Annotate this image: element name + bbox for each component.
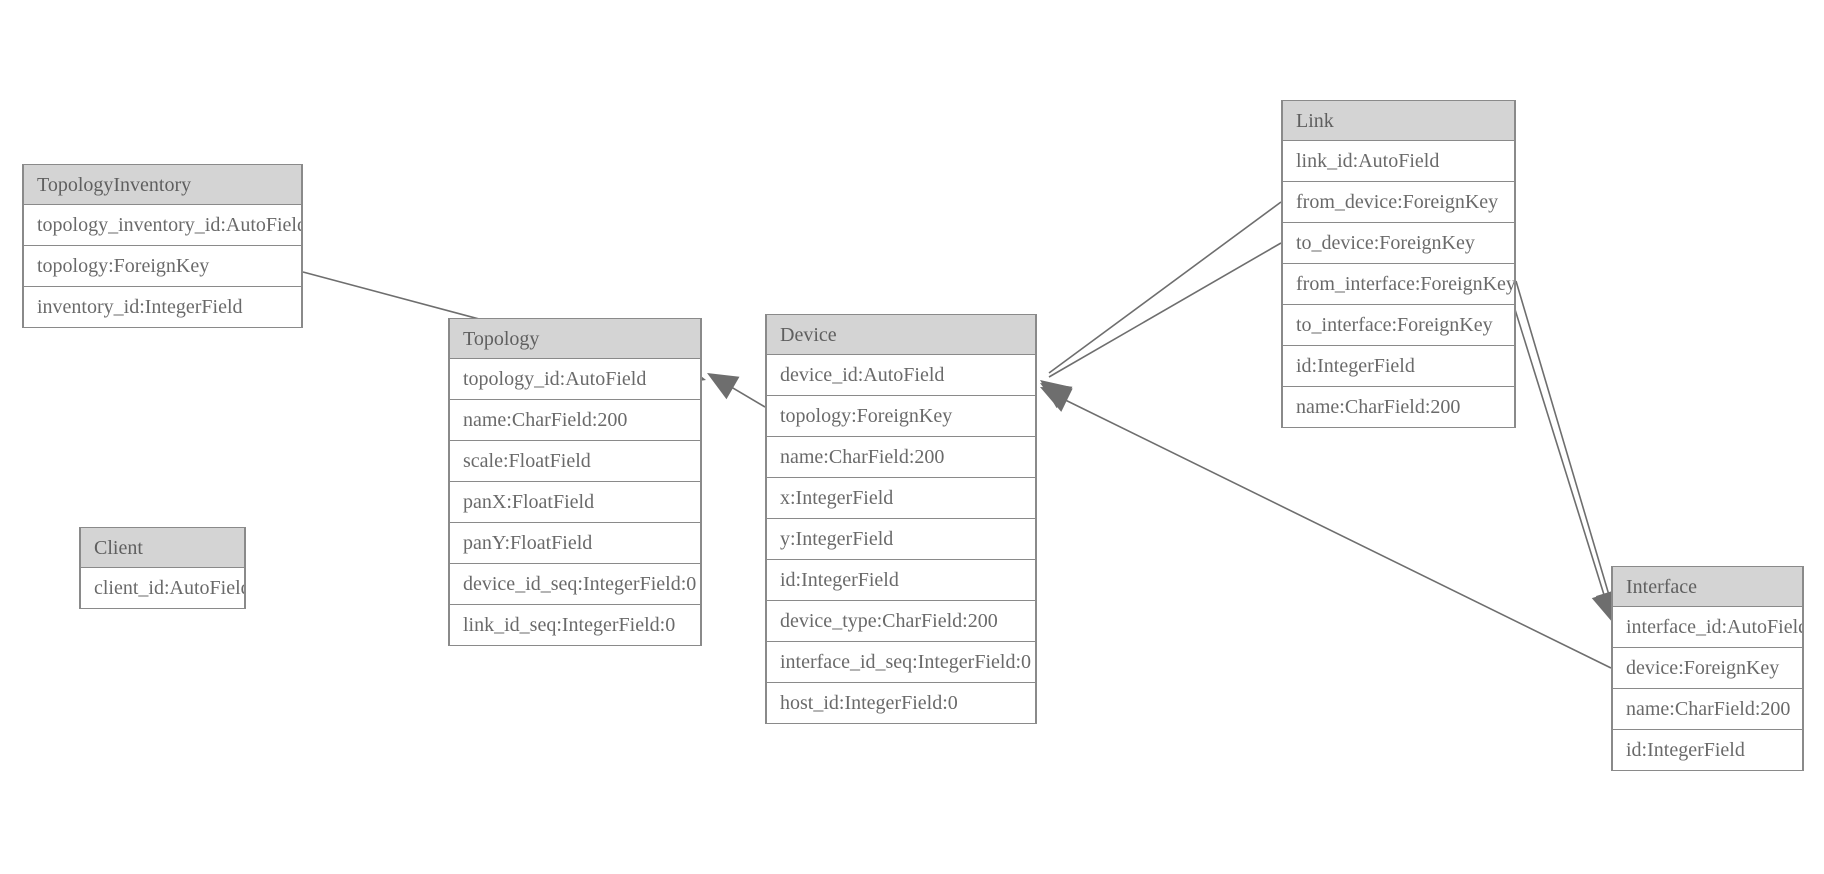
relation-line xyxy=(1048,391,1612,669)
relation-line xyxy=(715,377,766,408)
entity-field-row: topology:ForeignKey xyxy=(23,246,302,287)
relation-link-todevice xyxy=(1040,242,1282,410)
entity-field-row: panX:FloatField xyxy=(449,482,701,523)
entity-field-row: name:CharField:200 xyxy=(1282,387,1515,428)
entity-field-row: scale:FloatField xyxy=(449,441,701,482)
entity-field-row: topology:ForeignKey xyxy=(766,396,1036,437)
entity-title: Topology xyxy=(449,318,701,359)
entity-field-row: to_interface:ForeignKey xyxy=(1282,305,1515,346)
relation-device-topology xyxy=(707,373,766,408)
entity-field-row: y:IntegerField xyxy=(766,519,1036,560)
entity-field-row: device:ForeignKey xyxy=(1612,648,1803,689)
entity-field-row: topology_inventory_id:AutoField xyxy=(23,205,302,246)
relation-arrowhead-icon xyxy=(1040,383,1073,410)
relation-arrowhead-icon xyxy=(1040,387,1073,412)
entity-title: Interface xyxy=(1612,566,1803,607)
entity-field-row: link_id_seq:IntegerField:0 xyxy=(449,605,701,646)
entity-title: Client xyxy=(80,527,245,568)
entity-field-row: from_interface:ForeignKey xyxy=(1282,264,1515,305)
relation-arrowhead-icon xyxy=(707,373,740,400)
entity-field-row: from_device:ForeignKey xyxy=(1282,182,1515,223)
relation-link-fromdevice xyxy=(1040,201,1282,409)
relation-line xyxy=(1048,201,1282,374)
entity-field-row: device_type:CharField:200 xyxy=(766,601,1036,642)
entity-field-row: id:IntegerField xyxy=(1282,346,1515,387)
entity-field-row: client_id:AutoField xyxy=(80,568,245,609)
entity-field-row: device_id_seq:IntegerField:0 xyxy=(449,564,701,605)
relation-arrowhead-icon xyxy=(1040,380,1072,409)
entity-field-row: panY:FloatField xyxy=(449,523,701,564)
relation-line xyxy=(1515,280,1615,613)
entity-field-row: device_id:AutoField xyxy=(766,355,1036,396)
entity-title: Device xyxy=(766,314,1036,355)
entity-field-row: host_id:IntegerField:0 xyxy=(766,683,1036,724)
relation-line xyxy=(1507,286,1611,615)
entity-field-row: inventory_id:IntegerField xyxy=(23,287,302,328)
entity-title: Link xyxy=(1282,100,1515,141)
entity-field-row: interface_id:AutoField xyxy=(1612,607,1803,648)
relation-link-tointerface xyxy=(1507,286,1617,623)
entity-field-row: link_id:AutoField xyxy=(1282,141,1515,182)
entity-field-row: x:IntegerField xyxy=(766,478,1036,519)
entity-field-row: name:CharField:200 xyxy=(1612,689,1803,730)
entity-field-row: name:CharField:200 xyxy=(766,437,1036,478)
entity-field-row: id:IntegerField xyxy=(766,560,1036,601)
entity-field-row: topology_id:AutoField xyxy=(449,359,701,400)
entity-title: TopologyInventory xyxy=(23,164,302,205)
entity-field-row: name:CharField:200 xyxy=(449,400,701,441)
entity-field-row: interface_id_seq:IntegerField:0 xyxy=(766,642,1036,683)
relation-line xyxy=(1048,242,1282,378)
entity-field-row: to_device:ForeignKey xyxy=(1282,223,1515,264)
entity-field-row: id:IntegerField xyxy=(1612,730,1803,771)
